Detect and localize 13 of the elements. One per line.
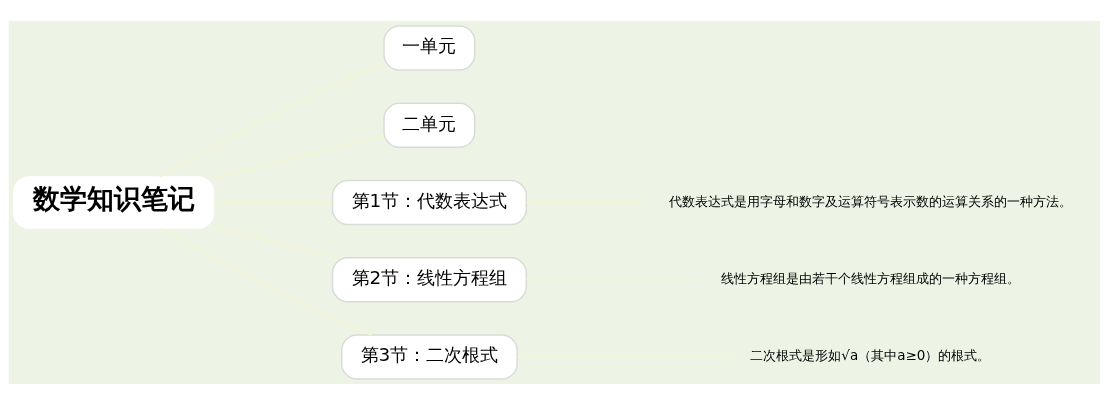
node-box: 第3节：二次根式 <box>341 334 518 380</box>
node-box: 第2节：线性方程组 <box>331 256 528 303</box>
connector <box>159 227 373 336</box>
connector <box>213 135 385 179</box>
node-box: 数学知识笔记 <box>13 176 215 229</box>
node-text: 二次根式是形如√a（其中a≥0）的根式。 <box>750 347 991 364</box>
node-box: 第1节：代数表达式 <box>331 179 528 226</box>
node-box: 二单元 <box>383 102 476 149</box>
connector <box>158 63 385 178</box>
node-box: 一单元 <box>383 25 476 71</box>
connector <box>213 226 340 259</box>
node-text: 代数表达式是用字母和数字及运算符号表示数的运算关系的一种方法。 <box>668 192 1072 209</box>
node-text: 线性方程组是由若干个线性方程组成的一种方程组。 <box>720 270 1020 287</box>
